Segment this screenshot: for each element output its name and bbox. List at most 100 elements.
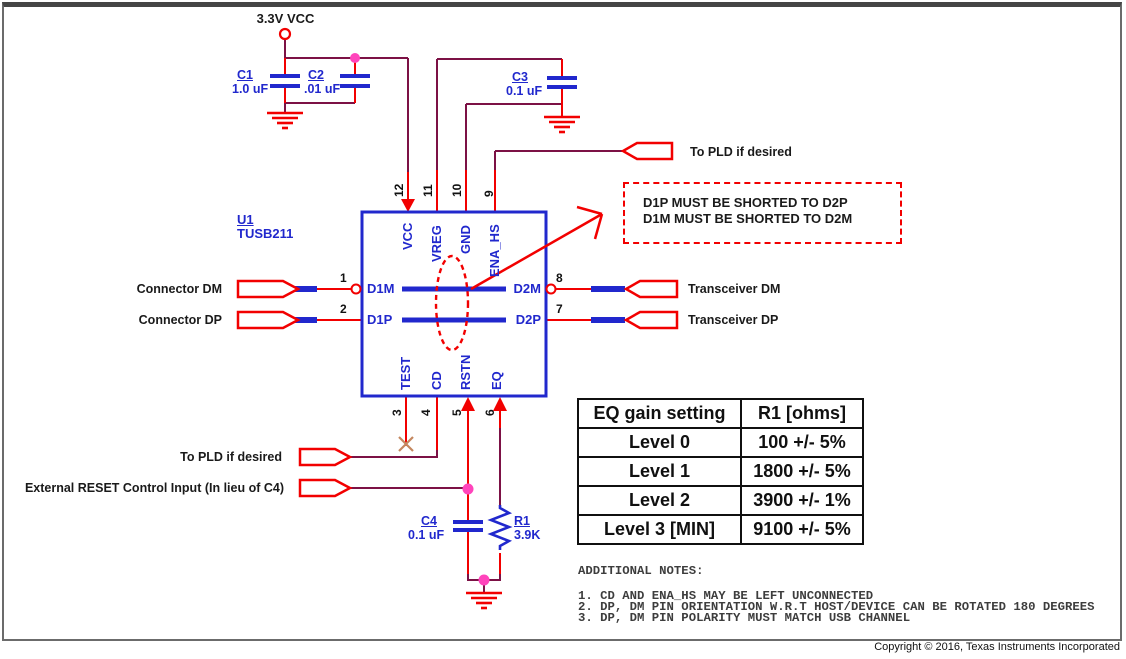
table-header-row: EQ gain setting R1 [ohms] xyxy=(577,398,864,429)
capacitor-symbols xyxy=(270,74,577,532)
pin-num-2: 2 xyxy=(340,302,347,316)
pin-name-vcc: VCC xyxy=(400,222,415,250)
pin-name-d1m: D1M xyxy=(367,281,395,296)
u1-ref: U1 xyxy=(237,212,254,227)
capacitor-symbol-c3 xyxy=(547,76,577,89)
power-net-label: 3.3V VCC xyxy=(256,11,315,26)
net-label-connector-dp: Connector DP xyxy=(138,313,222,327)
note-item-3: 3. DP, DM PIN POLARITY MUST MATCH USB CH… xyxy=(578,611,911,625)
note-item-2: 2. DP, DM PIN ORIENTATION W.R.T HOST/DEV… xyxy=(578,600,1095,614)
table-cell-value: 9100 +/- 5% xyxy=(740,514,864,545)
callout-note-box: D1P MUST BE SHORTED TO D2P D1M MUST BE S… xyxy=(623,182,902,244)
table-cell-level: Level 1 xyxy=(577,456,742,487)
capacitor-symbol-c2 xyxy=(340,74,370,88)
wires-maroon xyxy=(284,39,623,592)
net-flag-transceiver-dm xyxy=(623,279,679,299)
net-flag-connector-dp xyxy=(236,310,301,330)
pin-num-11: 11 xyxy=(421,184,435,197)
table-header-r1: R1 [ohms] xyxy=(740,398,864,429)
pin-name-d2m: D2M xyxy=(513,281,541,296)
callout-line-1: D1P MUST BE SHORTED TO D2P xyxy=(643,195,848,210)
table-header-eq: EQ gain setting xyxy=(577,398,742,429)
net-flag-to-pld-bottom xyxy=(298,447,353,467)
net-flags xyxy=(236,141,679,498)
pin-num-10: 10 xyxy=(450,183,464,197)
ground-symbol-bottom xyxy=(466,591,502,610)
notes-title: ADDITIONAL NOTES: xyxy=(578,564,704,578)
net-label-external-reset: External RESET Control Input (In lieu of… xyxy=(24,481,284,495)
schematic-frame xyxy=(2,2,1122,641)
pin-num-8: 8 xyxy=(556,271,563,285)
c1-ref: C1 xyxy=(237,68,253,82)
wires-red xyxy=(284,58,591,574)
pin-name-d1p: D1P xyxy=(367,312,393,327)
r1-value: 3.9K xyxy=(514,528,541,542)
pin-name-d2p: D2P xyxy=(515,312,541,327)
note-item-1: 1. CD AND ENA_HS MAY BE LEFT UNCONNECTED xyxy=(578,589,874,603)
c2-value: .01 uF xyxy=(304,82,341,96)
pin-name-ena-hs: ENA_HS xyxy=(487,224,502,277)
table-cell-value: 1800 +/- 5% xyxy=(740,456,864,487)
eq-gain-table: EQ gain setting R1 [ohms] Level 0 100 +/… xyxy=(577,398,864,545)
pin-name-eq: EQ xyxy=(489,371,504,390)
no-connect-x-icon xyxy=(398,436,414,452)
net-flag-transceiver-dp xyxy=(623,310,679,330)
shorting-highlight-ellipse xyxy=(434,254,470,352)
u1-part: TUSB211 xyxy=(237,226,294,241)
pin-name-rstn: RSTN xyxy=(458,354,473,390)
pin-name-cd: CD xyxy=(429,371,444,390)
resistor-symbol-r1 xyxy=(487,505,513,550)
pin-num-9: 9 xyxy=(482,190,496,197)
c4-ref: C4 xyxy=(421,514,437,528)
pin-num-7: 7 xyxy=(556,302,563,316)
table-cell-value: 100 +/- 5% xyxy=(740,427,864,458)
ground-symbols xyxy=(267,111,580,610)
net-flag-connector-dm xyxy=(236,279,301,299)
pin-name-gnd: GND xyxy=(458,225,473,254)
table-row: Level 1 1800 +/- 5% xyxy=(577,456,864,487)
table-cell-value: 3900 +/- 1% xyxy=(740,485,864,516)
pin1-circle xyxy=(350,283,362,295)
table-row: Level 0 100 +/- 5% xyxy=(577,427,864,458)
callout-line-2: D1M MUST BE SHORTED TO D2M xyxy=(643,211,853,226)
rstn-arrow-icon xyxy=(461,397,475,411)
u1-chip-body xyxy=(360,210,548,398)
c3-value: 0.1 uF xyxy=(506,84,543,98)
net-label-transceiver-dp: Transceiver DP xyxy=(688,313,779,327)
c3-ref: C3 xyxy=(512,70,528,84)
table-cell-level: Level 3 [MIN] xyxy=(577,514,742,545)
net-label-connector-dm: Connector DM xyxy=(136,282,222,296)
pin-num-6: 6 xyxy=(483,409,497,416)
net-label-to-pld-top: To PLD if desired xyxy=(690,145,792,159)
table-cell-level: Level 0 xyxy=(577,427,742,458)
c4-value: 0.1 uF xyxy=(408,528,445,542)
ground-symbol-c1 xyxy=(267,111,303,130)
table-row: Level 3 [MIN] 9100 +/- 5% xyxy=(577,514,864,545)
c2-ref: C2 xyxy=(308,68,324,82)
c1-value: 1.0 uF xyxy=(232,82,269,96)
capacitor-symbol-c1 xyxy=(270,74,300,88)
net-flag-external-reset xyxy=(298,478,353,498)
net-label-transceiver-dm: Transceiver DM xyxy=(688,282,781,296)
eq-arrow-icon xyxy=(493,397,507,411)
pin-num-4: 4 xyxy=(419,409,433,416)
pin-num-1: 1 xyxy=(340,271,347,285)
vcc-arrow-icon xyxy=(401,199,415,212)
table-row: Level 2 3900 +/- 1% xyxy=(577,485,864,516)
net-label-to-pld-bottom: To PLD if desired xyxy=(180,450,282,464)
ground-symbol-c3 xyxy=(544,115,580,134)
copyright-text: Copyright © 2016, Texas Instruments Inco… xyxy=(874,641,1120,653)
pin-num-3: 3 xyxy=(390,409,404,416)
power-terminal-circle xyxy=(278,27,292,41)
capacitor-symbol-c4 xyxy=(453,520,483,532)
net-flag-to-pld-top xyxy=(620,141,674,161)
pin-num-5: 5 xyxy=(450,409,464,416)
pin-name-vreg: VREG xyxy=(429,225,444,262)
pin-num-12: 12 xyxy=(392,183,406,197)
r1-ref: R1 xyxy=(514,514,530,528)
junction-dots xyxy=(350,53,490,586)
pin-arrow-icons xyxy=(401,199,507,411)
table-cell-level: Level 2 xyxy=(577,485,742,516)
